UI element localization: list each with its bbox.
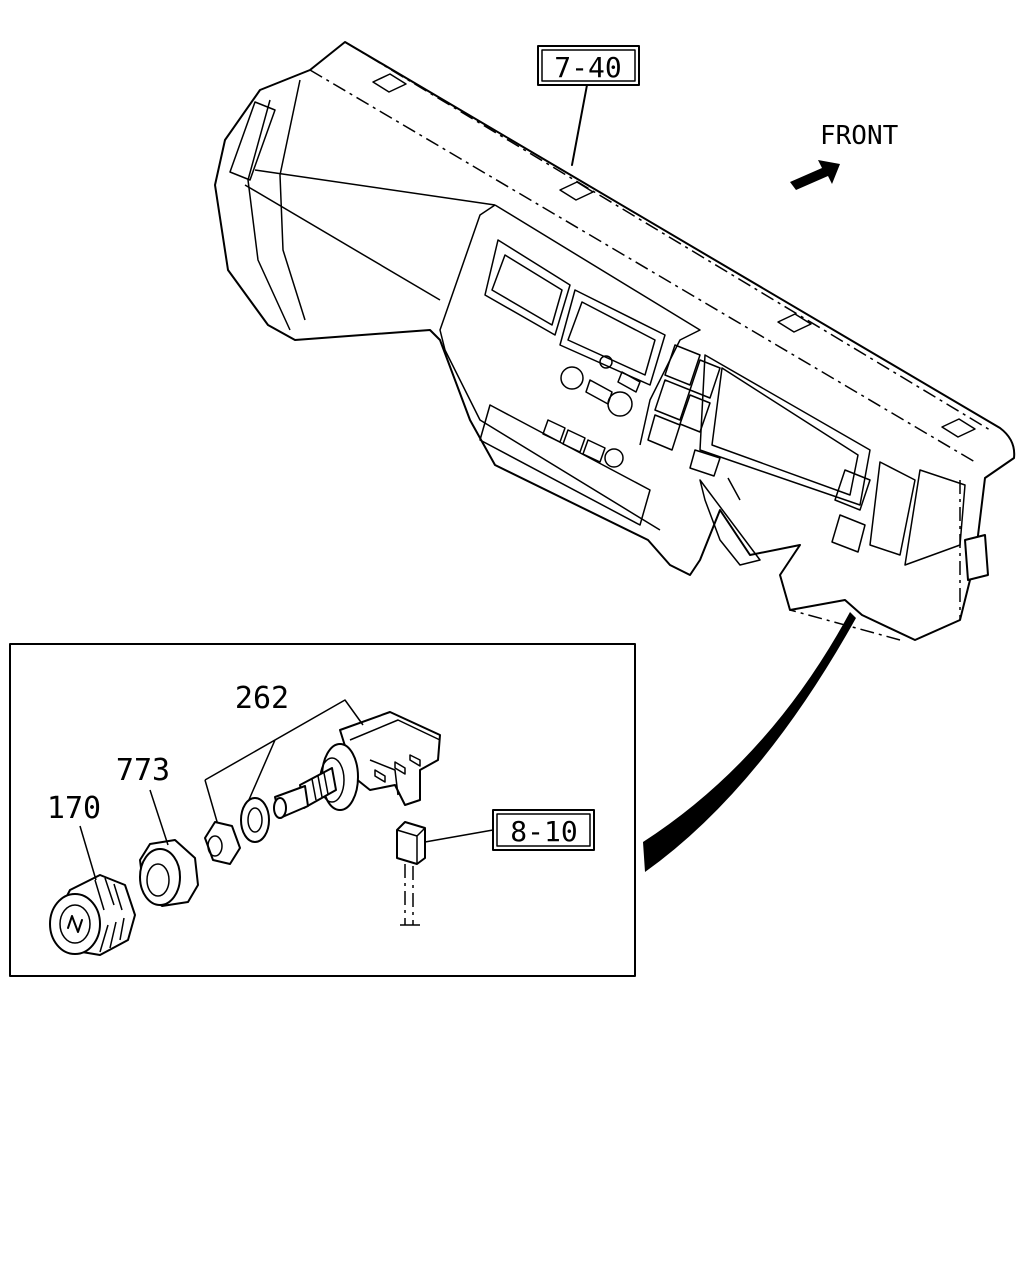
- knob-170: [49, 874, 136, 956]
- ring-nut-773: [139, 839, 199, 907]
- hex-nut: [204, 821, 241, 865]
- ref-harness-label: 8-10: [510, 815, 577, 848]
- detail-pointer: [643, 612, 856, 872]
- switch-262: [273, 711, 441, 819]
- front-indicator: FRONT: [790, 121, 899, 190]
- ref-box-harness: 8-10: [492, 809, 595, 851]
- part-nut-label: 773: [116, 753, 170, 788]
- part-knob-label: 170: [47, 791, 101, 826]
- ref-box-instrument-panel: 7-40: [537, 45, 640, 86]
- front-label: FRONT: [820, 121, 899, 151]
- front-arrow-icon: [790, 160, 840, 190]
- part-switch-label: 262: [235, 681, 289, 716]
- ref-instrument-panel-label: 7-40: [554, 51, 621, 84]
- harness-connector: [396, 821, 426, 926]
- leader-line-harness: [424, 829, 494, 843]
- instrument-panel: [214, 41, 1016, 641]
- leader-line-nut: [149, 789, 169, 846]
- leader-line-knob: [79, 825, 97, 881]
- washer: [240, 797, 270, 843]
- leader-line-instrument-panel: [571, 84, 588, 166]
